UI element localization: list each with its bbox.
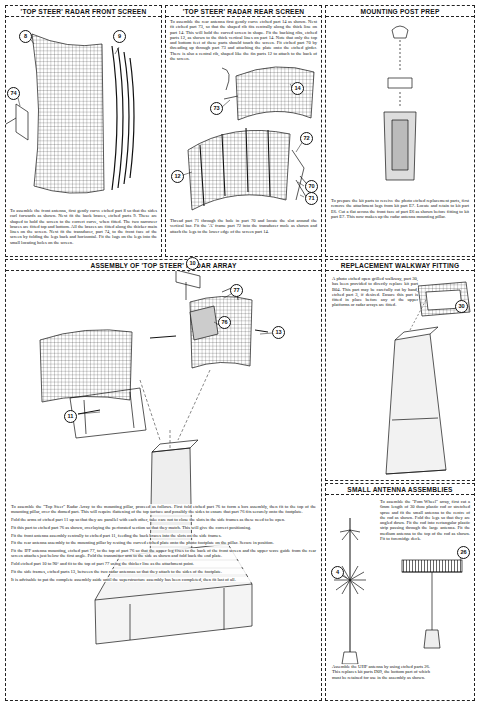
- instruction-panel: MOUNTING POST PREP To prepare the kit par…: [325, 5, 475, 257]
- instruction-text: Fit the side frames, etched parts 13, be…: [11, 569, 316, 574]
- instruction-text: Fit the IFF antenna mounting, etched par…: [11, 548, 316, 559]
- instruction-text: It is advisable to put the complete asse…: [11, 577, 316, 582]
- instruction-text: Fold etched part 10 to 90° and fit to th…: [11, 561, 316, 566]
- panel-heading: REPLACEMENT WALKWAY FITTING: [326, 260, 474, 271]
- instruction-text: To assemble the "Pom Wheel" array, first…: [380, 499, 470, 541]
- callout-number: 30: [455, 300, 468, 313]
- callout-number: 12: [171, 170, 184, 183]
- instruction-text: To prepare the kit parts to receive the …: [331, 198, 469, 219]
- panel-heading: ASSEMBLY OF 'TOP STEER' RADAR ARRAY: [6, 260, 321, 271]
- callout-number: 71: [305, 192, 318, 205]
- callout-number: 9: [113, 30, 126, 43]
- callout-number: 10: [186, 257, 199, 270]
- instruction-text: Fold the arms of etched part 11 up so th…: [11, 517, 316, 522]
- panel-heading: 'TOP STEER' RADAR REAR SCREEN: [166, 6, 321, 17]
- panel-heading: MOUNTING POST PREP: [326, 6, 474, 17]
- callout-number: 11: [64, 410, 77, 423]
- instruction-panel: 'TOP STEER' RADAR FRONT SCREEN To assembl…: [5, 5, 162, 257]
- instruction-text: To assemble the "Top Steer" Radar Array …: [11, 504, 316, 515]
- callout-number: 4: [331, 566, 344, 579]
- callout-number: 14: [291, 82, 304, 95]
- instruction-text: A photo etched open grilled walkway, par…: [332, 276, 418, 308]
- callout-number: 77: [230, 284, 243, 297]
- callout-number: 13: [272, 326, 285, 339]
- instruction-text: Thread part 71 through the hole in part …: [170, 218, 317, 234]
- instruction-text: To assemble the rear antenna first gentl…: [170, 19, 317, 61]
- instruction-text: Assemble the UHF antenna by using etched…: [332, 664, 430, 680]
- instruction-panel: ASSEMBLY OF 'TOP STEER' RADAR ARRAY To as…: [5, 259, 322, 701]
- instruction-text: Fit this part to etched part 76 as shown…: [11, 525, 316, 530]
- callout-number: 8: [19, 30, 32, 43]
- callout-number: 74: [7, 87, 20, 100]
- instruction-text: Fit the rear antenna assembly to the mou…: [11, 540, 316, 545]
- callout-number: 72: [300, 132, 313, 145]
- instruction-panel: SMALL ANTENNA ASSEMBLIES To assemble the …: [325, 483, 475, 701]
- panel-heading: SMALL ANTENNA ASSEMBLIES: [326, 484, 474, 495]
- callout-number: 73: [210, 102, 223, 115]
- callout-number: 26: [457, 546, 470, 559]
- panel-heading: 'TOP STEER' RADAR FRONT SCREEN: [6, 6, 161, 17]
- callout-number: 76: [218, 316, 231, 329]
- instruction-panel: 'TOP STEER' RADAR REAR SCREEN To assemble…: [165, 5, 322, 257]
- instruction-panel: REPLACEMENT WALKWAY FITTING A photo etche…: [325, 259, 475, 481]
- instruction-text: To assemble the front antenna, first gen…: [10, 208, 157, 245]
- instruction-text: Fit the front antenna assembly centrally…: [11, 533, 316, 538]
